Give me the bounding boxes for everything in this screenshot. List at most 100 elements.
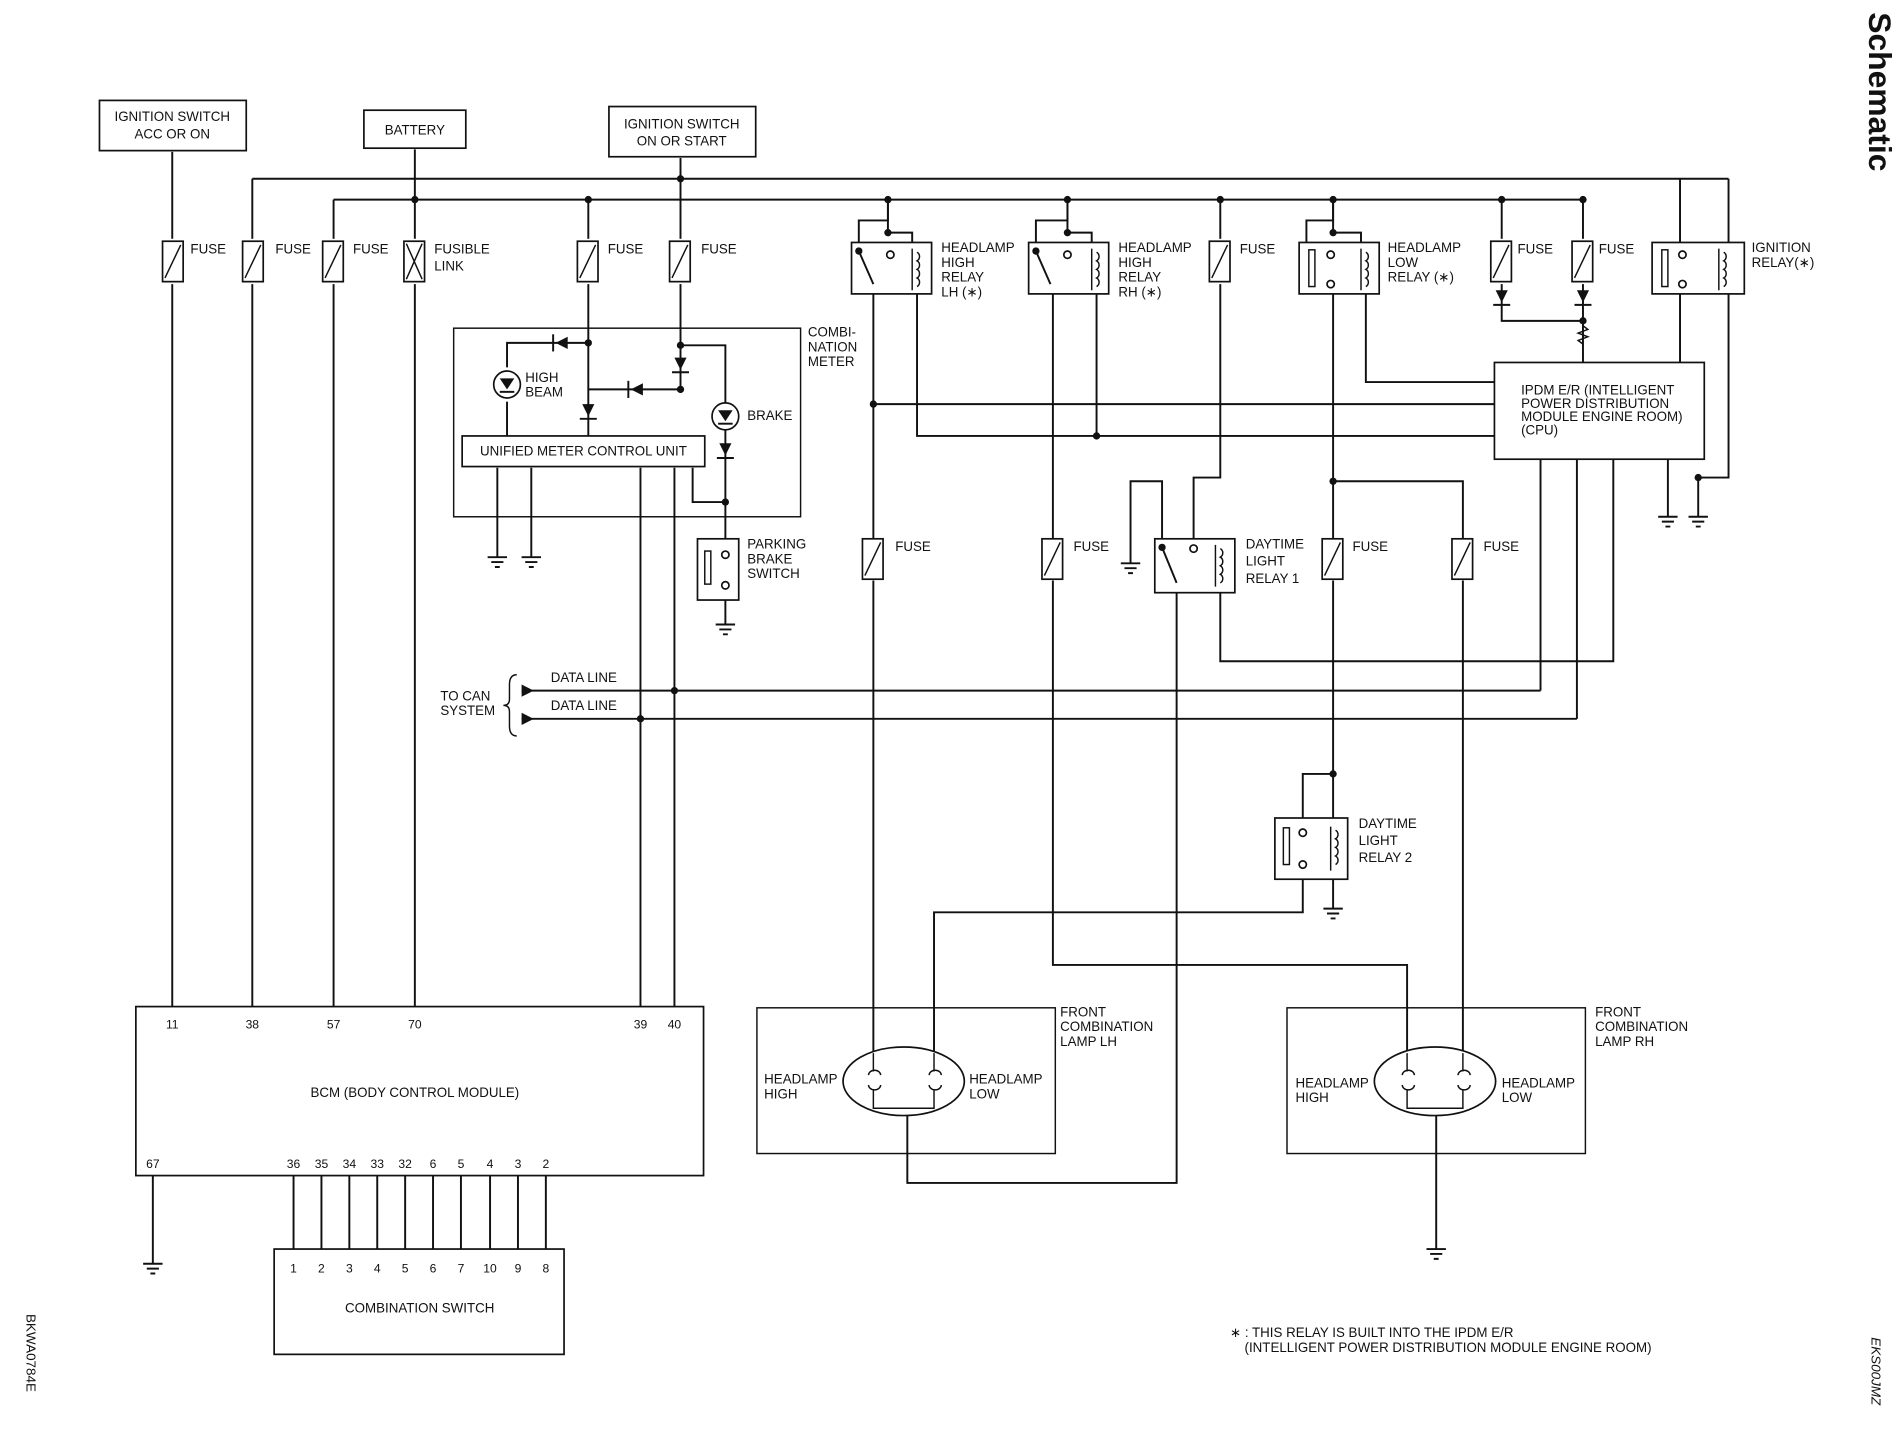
ground-icon [1426,1248,1446,1260]
svg-text:HEADLAMP: HEADLAMP [1388,240,1461,255]
svg-text:FUSE: FUSE [1484,539,1520,554]
ground-icon [143,1262,163,1275]
fusible-link: FUSIBLE LINK [403,240,490,283]
svg-text:FUSE: FUSE [275,241,311,256]
svg-text:3: 3 [346,1261,353,1275]
svg-text:ON OR START: ON OR START [637,134,727,149]
svg-text:IGNITION: IGNITION [1752,240,1811,255]
svg-text:RELAY: RELAY [1118,270,1161,285]
svg-text:HIGH: HIGH [525,370,558,385]
svg-text:HEADLAMP: HEADLAMP [941,240,1014,255]
svg-text:TO CAN: TO CAN [440,688,490,703]
svg-text:IPDM E/R (INTELLIGENT: IPDM E/R (INTELLIGENT [1521,382,1674,397]
svg-text:ACC OR ON: ACC OR ON [134,126,210,141]
svg-text:5: 5 [458,1157,465,1171]
fuse-10: FUSE [1041,537,1110,581]
svg-text:67: 67 [146,1157,160,1171]
svg-text:RELAY(∗): RELAY(∗) [1752,255,1815,270]
svg-text:6: 6 [430,1157,437,1171]
svg-text:70: 70 [408,1018,422,1032]
combination-switch: 1 2 3 4 5 6 7 10 9 8 COMBINATION SWITCH [273,1248,565,1356]
svg-text:BRAKE: BRAKE [747,551,792,566]
svg-text:(CPU): (CPU) [1521,423,1558,438]
headlamp-bulb-icon [1401,1053,1471,1109]
svg-text:BEAM: BEAM [525,385,563,400]
svg-text:POWER DISTRIBUTION: POWER DISTRIBUTION [1521,396,1669,411]
svg-text:LH (∗): LH (∗) [941,284,982,299]
page-title: Schematic [1862,12,1898,171]
front-combination-lamp-rh: FRONT COMBINATION LAMP RH HEADLAMP HIGH … [1286,1004,1688,1155]
svg-text:2: 2 [542,1157,549,1171]
ground-icon [715,623,736,636]
svg-text:METER: METER [808,354,855,369]
svg-text:6: 6 [430,1261,437,1275]
diode-icon [1493,290,1511,306]
svg-text:33: 33 [371,1157,385,1171]
svg-text:LOW: LOW [1502,1090,1533,1105]
svg-text:FRONT: FRONT [1060,1004,1106,1019]
right-figure-code: EKS00JMZ [1869,1337,1884,1406]
ipdm-er-box: IPDM E/R (INTELLIGENT POWER DISTRIBUTION… [1493,361,1706,461]
combination-meter: COMBI- NATION METER HIGH BEAM B [452,325,857,518]
bcm-label: BCM (BODY CONTROL MODULE) [310,1085,519,1100]
svg-text:FUSE: FUSE [353,241,389,256]
svg-text:RH (∗): RH (∗) [1118,284,1161,299]
fuse-9: FUSE [861,537,931,581]
ground-icon [1658,515,1678,528]
svg-text:COMBINATION: COMBINATION [1060,1019,1153,1034]
svg-text:LIGHT: LIGHT [1246,554,1285,569]
ground-icon [521,556,542,568]
svg-text:HEADLAMP: HEADLAMP [1295,1075,1368,1090]
svg-text:COMBINATION: COMBINATION [1595,1019,1688,1034]
ignition-switch-acc-box: IGNITION SWITCH ACC OR ON [98,99,248,152]
ignition-relay: IGNITION RELAY(∗) [1651,240,1815,295]
combination-switch-label: COMBINATION SWITCH [345,1301,494,1316]
ground-icon [487,556,508,568]
brake-indicator-icon [711,402,740,431]
ipdm-diodes [1493,290,1592,345]
svg-text:LIGHT: LIGHT [1359,833,1398,848]
high-beam-indicator-icon [492,370,522,399]
ground-icon [1323,907,1343,920]
svg-text:IGNITION SWITCH: IGNITION SWITCH [624,117,739,132]
svg-text:FUSIBLE: FUSIBLE [434,241,490,256]
svg-text:LAMP RH: LAMP RH [1595,1034,1654,1049]
svg-text:NATION: NATION [808,339,857,354]
svg-text:FRONT: FRONT [1595,1004,1641,1019]
unified-meter-control-unit-label: UNIFIED METER CONTROL UNIT [480,443,687,458]
svg-text:IGNITION SWITCH: IGNITION SWITCH [114,109,229,124]
battery-box: BATTERY [363,109,467,150]
svg-text:39: 39 [634,1018,648,1032]
svg-text:38: 38 [246,1018,260,1032]
svg-text:HEADLAMP: HEADLAMP [764,1072,837,1087]
svg-text:FUSE: FUSE [1074,539,1110,554]
diode-icon [627,380,643,398]
svg-text:HIGH: HIGH [941,255,974,270]
svg-text:BATTERY: BATTERY [385,123,445,138]
ground-symbols [143,515,1708,1275]
svg-text:(INTELLIGENT POWER DISTRIBUTIO: (INTELLIGENT POWER DISTRIBUTION MODULE E… [1245,1340,1652,1355]
svg-text:RELAY (∗): RELAY (∗) [1388,270,1454,285]
svg-text:36: 36 [287,1157,301,1171]
svg-text:RELAY 2: RELAY 2 [1359,850,1413,865]
svg-text:HEADLAMP: HEADLAMP [1118,240,1191,255]
svg-text:HIGH: HIGH [1295,1090,1328,1105]
svg-text:DATA LINE: DATA LINE [551,670,617,685]
svg-text:HEADLAMP: HEADLAMP [1502,1075,1575,1090]
svg-text:PARKING: PARKING [747,537,806,552]
svg-text:FUSE: FUSE [895,539,931,554]
svg-text:FUSE: FUSE [608,241,644,256]
svg-text:COMBI-: COMBI- [808,325,856,340]
fuse-6: FUSE [1208,240,1275,283]
front-combination-lamp-lh: FRONT COMBINATION LAMP LH HEADLAMP HIGH … [756,1004,1153,1155]
ignition-switch-start-box: IGNITION SWITCH ON OR START [608,105,757,158]
fuse-5: FUSE [668,240,737,283]
svg-text:LOW: LOW [969,1086,1000,1101]
diode-icon [716,443,734,459]
ground-icon [1688,515,1708,528]
svg-text:34: 34 [343,1157,357,1171]
svg-text:9: 9 [515,1261,522,1275]
svg-text:FUSE: FUSE [701,241,737,256]
svg-text:DAYTIME: DAYTIME [1359,816,1417,831]
